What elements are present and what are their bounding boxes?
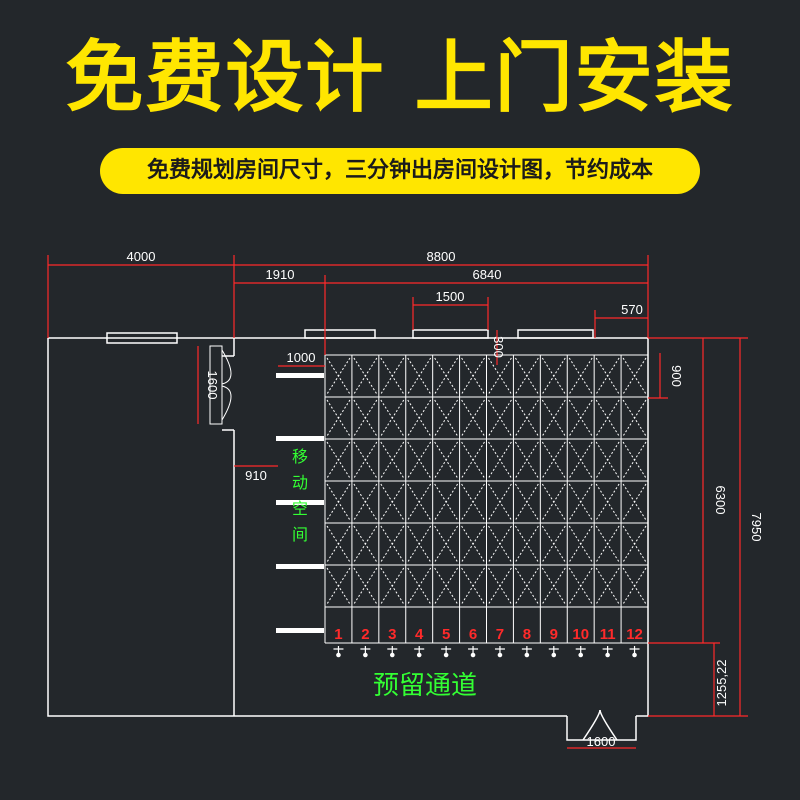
moving-space-char-4: 间 xyxy=(292,525,308,544)
dim-300: 300 xyxy=(491,336,506,358)
wall-brackets xyxy=(276,373,324,633)
moving-space-char-2: 动 xyxy=(292,473,308,492)
room-outline xyxy=(47,329,649,741)
column-number: 11 xyxy=(600,626,616,643)
dim-1600-left: 1600 xyxy=(205,371,220,400)
dim-6840: 6840 xyxy=(473,267,502,282)
column-number: 6 xyxy=(469,626,477,643)
dim-1000: 1000 xyxy=(287,350,316,365)
column-number: 3 xyxy=(388,626,396,643)
dim-7950: 7950 xyxy=(749,513,764,542)
dim-1500: 1500 xyxy=(436,289,465,304)
dimension-texts: 4000 8800 1910 6840 1500 570 1000 910 16… xyxy=(127,249,764,749)
dim-1910: 1910 xyxy=(266,267,295,282)
column-number: 4 xyxy=(415,626,424,643)
headline: 免费设计 上门安装 xyxy=(65,33,735,123)
moving-space-label: 移 动 空 间 xyxy=(292,447,308,544)
moving-space-char-1: 移 xyxy=(292,447,308,466)
column-number: 10 xyxy=(572,626,589,643)
left-door xyxy=(209,345,232,425)
column-number: 9 xyxy=(550,626,558,643)
dim-8800: 8800 xyxy=(427,249,456,264)
dim-1600-bottom: 1600 xyxy=(587,734,616,749)
subtitle-pill: 免费规划房间尺寸，三分钟出房间设计图，节约成本 xyxy=(100,148,700,194)
column-number: 2 xyxy=(361,626,369,643)
moving-space-char-3: 空 xyxy=(292,499,308,518)
column-number: 1 xyxy=(334,626,342,643)
dim-4000: 4000 xyxy=(127,249,156,264)
column-number: 12 xyxy=(626,626,643,643)
reserved-aisle-label: 预留通道 xyxy=(373,671,477,701)
dimension-lines xyxy=(47,255,748,749)
column-number: 7 xyxy=(496,626,504,643)
dim-900: 900 xyxy=(669,365,684,387)
rack-grid xyxy=(324,354,649,658)
dim-570: 570 xyxy=(621,302,643,317)
column-number: 8 xyxy=(523,626,531,643)
dim-6300: 6300 xyxy=(713,486,728,515)
dim-1255: 1255,22 xyxy=(714,660,729,707)
column-number: 5 xyxy=(442,626,450,643)
dim-910: 910 xyxy=(245,468,267,483)
